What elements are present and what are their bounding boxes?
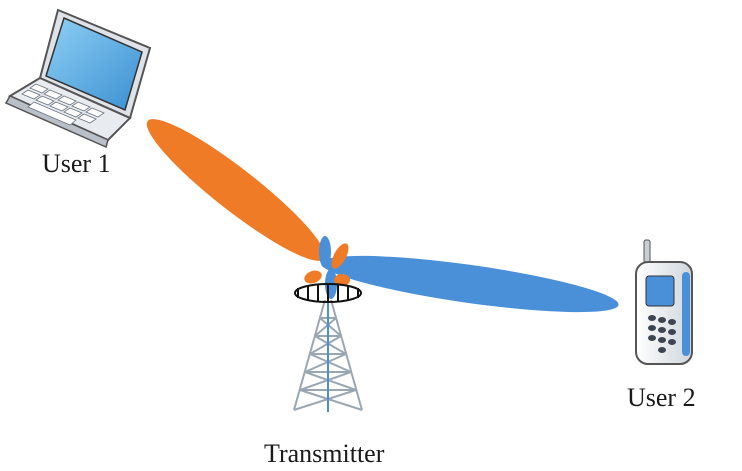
label-user1: User 1 xyxy=(42,149,111,178)
label-user2: User 2 xyxy=(627,383,696,412)
side-lobe xyxy=(334,274,350,286)
beam-user1 xyxy=(146,119,326,261)
beam-pattern xyxy=(146,119,619,313)
laptop-icon xyxy=(4,8,152,149)
antenna-array-ring xyxy=(294,283,362,303)
side-lobe xyxy=(319,236,331,268)
beam-user2 xyxy=(321,255,619,313)
side-lobe xyxy=(331,243,349,269)
mobile-phone-icon xyxy=(635,239,693,365)
label-transmitter: Transmitter xyxy=(264,439,385,468)
transmitter-tower-icon xyxy=(293,299,363,412)
side-lobe xyxy=(304,270,322,284)
